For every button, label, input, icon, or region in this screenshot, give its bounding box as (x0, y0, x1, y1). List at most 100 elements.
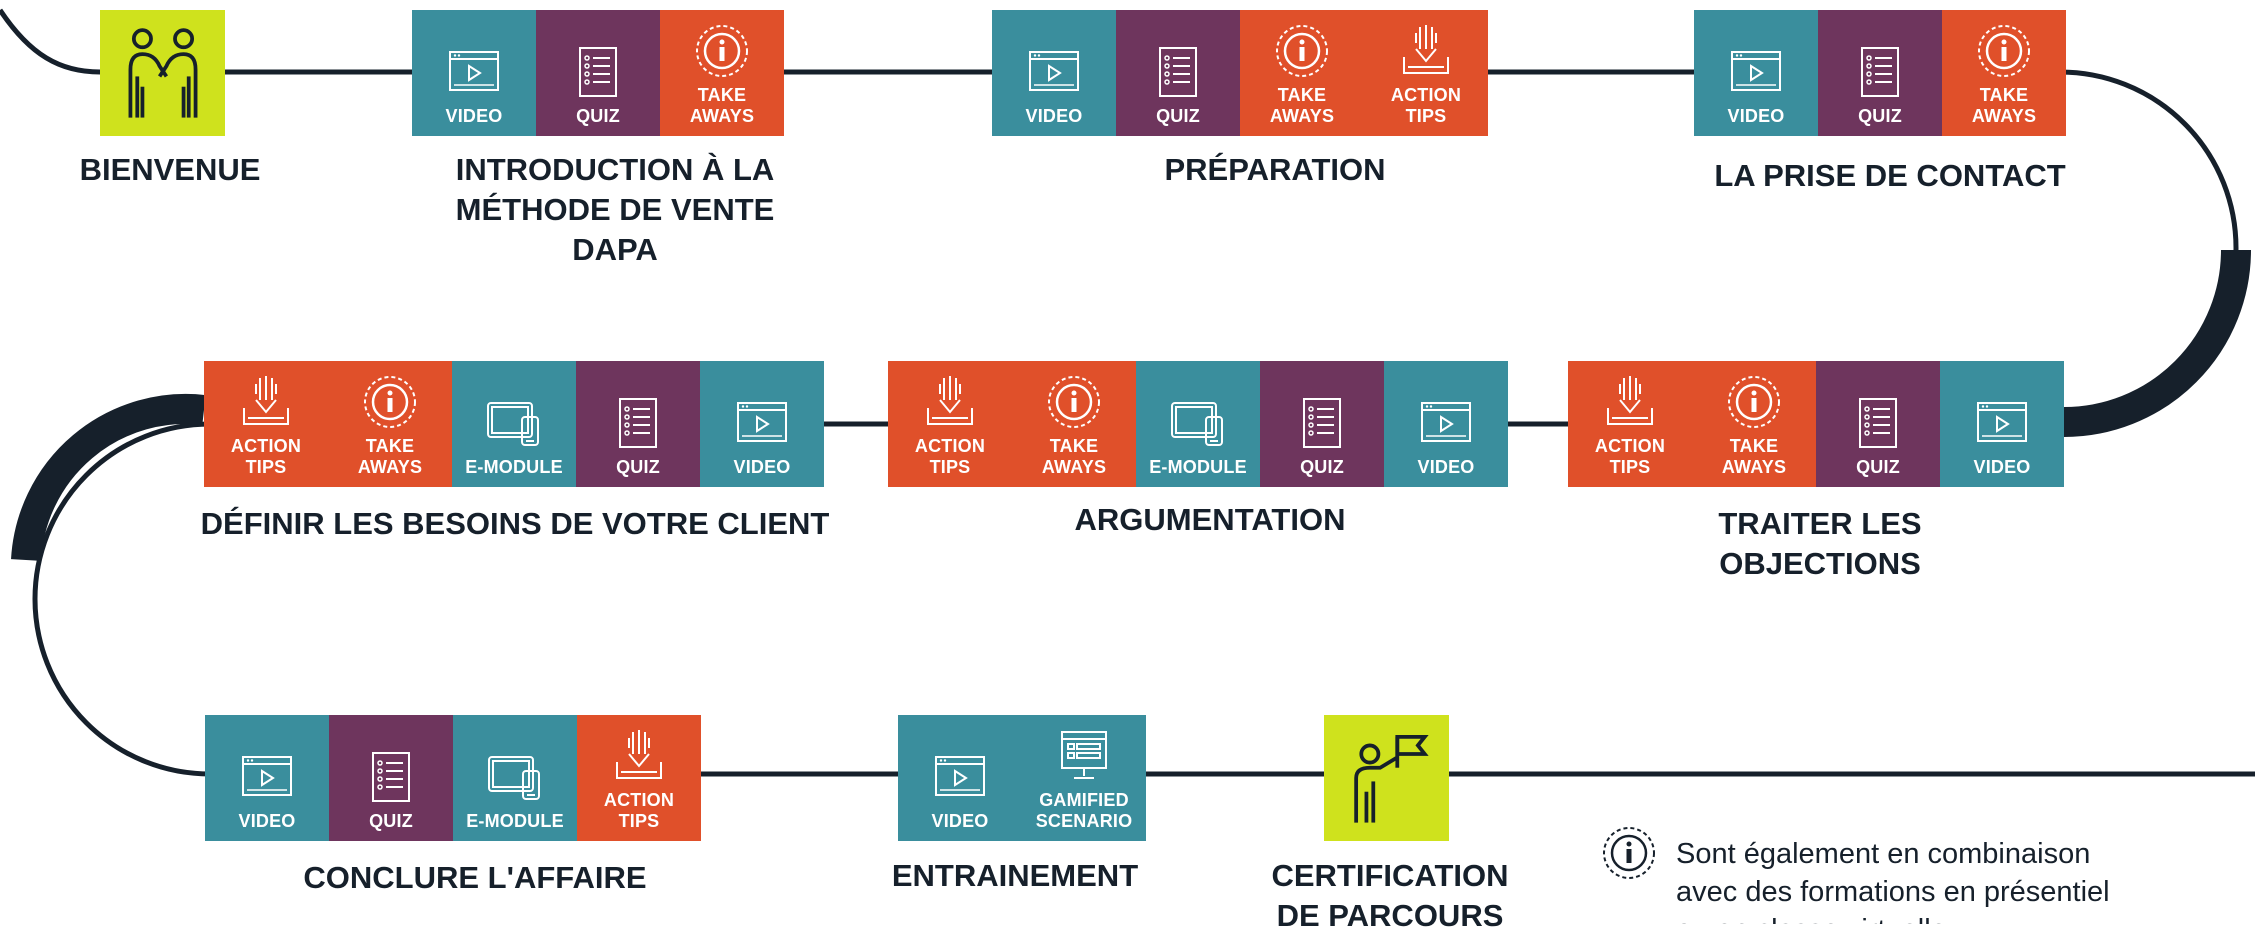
stage-title: PRÉPARATION (1164, 152, 1386, 187)
stage-title: CERTIFICATION DE PARCOURS (1271, 858, 1509, 933)
milestone-module (1324, 715, 1449, 841)
module-label: TAKE AWAYS (1269, 85, 1335, 126)
module-label: QUIZ (1300, 457, 1344, 477)
info-circle-icon (1978, 25, 2030, 77)
video-player-icon (242, 756, 292, 796)
devices-icon (1171, 402, 1223, 446)
module-label: QUIZ (576, 106, 620, 126)
quiz-list-icon (579, 47, 617, 97)
module-label: TAKE AWAYS (1971, 85, 2037, 126)
video-player-icon (1421, 402, 1471, 442)
quiz-module[interactable]: QUIZ (576, 361, 700, 487)
module-label: TAKE AWAYS (689, 85, 755, 126)
take-aways-module[interactable]: TAKE AWAYS (1012, 361, 1136, 487)
devices-icon (488, 756, 540, 800)
action-tips-module[interactable]: ACTION TIPS (577, 715, 701, 841)
info-circle-icon (696, 25, 748, 77)
quiz-list-icon (1861, 47, 1899, 97)
module-label: E-MODULE (465, 457, 563, 477)
action-tips-module[interactable]: ACTION TIPS (1364, 10, 1488, 136)
quiz-list-icon (1303, 398, 1341, 448)
quiz-module[interactable]: QUIZ (536, 10, 660, 136)
video-module[interactable]: VIDEO (700, 361, 824, 487)
info-circle-icon (364, 376, 416, 428)
person-flag-icon (1353, 734, 1429, 823)
module-label: TAKE AWAYS (357, 436, 423, 477)
video-module[interactable]: VIDEO (412, 10, 536, 136)
module-label: ACTION TIPS (230, 436, 302, 477)
take-aways-module[interactable]: TAKE AWAYS (1692, 361, 1816, 487)
quiz-module[interactable]: QUIZ (1116, 10, 1240, 136)
stage-title: BIENVENUE (79, 152, 261, 187)
module-label: ACTION TIPS (1390, 85, 1462, 126)
module-label: VIDEO (1025, 106, 1083, 126)
take-aways-module[interactable]: TAKE AWAYS (328, 361, 452, 487)
download-arrow-icon (927, 376, 973, 425)
stage-title: LA PRISE DE CONTACT (1714, 158, 2066, 193)
gamified-scenario-module[interactable]: GAMIFIED SCENARIO (1022, 715, 1146, 841)
gamified-screen-icon (1061, 731, 1107, 779)
take-aways-module[interactable]: TAKE AWAYS (660, 10, 784, 136)
module-label: QUIZ (1856, 457, 1900, 477)
e-module-module[interactable]: E-MODULE (452, 361, 576, 487)
action-tips-module[interactable]: ACTION TIPS (1568, 361, 1692, 487)
action-tips-module[interactable]: ACTION TIPS (204, 361, 328, 487)
action-tips-module[interactable]: ACTION TIPS (888, 361, 1012, 487)
quiz-list-icon (372, 752, 410, 802)
module-label: E-MODULE (466, 811, 564, 831)
module-label: ACTION TIPS (1594, 436, 1666, 477)
milestone-module (100, 10, 225, 136)
module-label: TAKE AWAYS (1041, 436, 1107, 477)
video-module[interactable]: VIDEO (898, 715, 1022, 841)
video-player-icon (1977, 402, 2027, 442)
module-label: ACTION TIPS (603, 790, 675, 831)
video-module[interactable]: VIDEO (1694, 10, 1818, 136)
video-player-icon (449, 51, 499, 91)
video-player-icon (1731, 51, 1781, 91)
video-module[interactable]: VIDEO (992, 10, 1116, 136)
quiz-module[interactable]: QUIZ (1260, 361, 1384, 487)
stage-title: ENTRAINEMENT (891, 858, 1139, 893)
video-module[interactable]: VIDEO (1940, 361, 2064, 487)
stage-title: CONCLURE L'AFFAIRE (303, 860, 647, 895)
quiz-list-icon (619, 398, 657, 448)
module-label: VIDEO (733, 457, 791, 477)
download-arrow-icon (1403, 25, 1449, 74)
quiz-module[interactable]: QUIZ (329, 715, 453, 841)
video-player-icon (1029, 51, 1079, 91)
module-label: QUIZ (1156, 106, 1200, 126)
quiz-module[interactable]: QUIZ (1818, 10, 1942, 136)
module-label: QUIZ (1858, 106, 1902, 126)
module-label: TAKE AWAYS (1721, 436, 1787, 477)
module-label: VIDEO (1973, 457, 2031, 477)
module-label: E-MODULE (1149, 457, 1247, 477)
footnote-text: Sont également en combinaison avec des f… (1676, 838, 2110, 924)
take-aways-module[interactable]: TAKE AWAYS (1942, 10, 2066, 136)
take-aways-module[interactable]: TAKE AWAYS (1240, 10, 1364, 136)
stage-title: ARGUMENTATION (1074, 502, 1346, 537)
module-label: VIDEO (1417, 457, 1475, 477)
info-circle-icon (1048, 376, 1100, 428)
info-circle-icon (1603, 827, 1655, 879)
info-circle-icon (1276, 25, 1328, 77)
download-arrow-icon (1607, 376, 1653, 425)
module-label: VIDEO (445, 106, 503, 126)
quiz-list-icon (1859, 398, 1897, 448)
module-label: ACTION TIPS (914, 436, 986, 477)
module-label: VIDEO (238, 811, 296, 831)
video-module[interactable]: VIDEO (1384, 361, 1508, 487)
stage-title: TRAITER LES OBJECTIONS (1718, 506, 1922, 581)
download-arrow-icon (243, 376, 289, 425)
video-module[interactable]: VIDEO (205, 715, 329, 841)
quiz-module[interactable]: QUIZ (1816, 361, 1940, 487)
stage-title: DÉFINIR LES BESOINS DE VOTRE CLIENT (200, 506, 830, 541)
module-label: QUIZ (616, 457, 660, 477)
devices-icon (487, 402, 539, 446)
e-module-module[interactable]: E-MODULE (453, 715, 577, 841)
module-label: VIDEO (1727, 106, 1785, 126)
video-player-icon (737, 402, 787, 442)
download-arrow-icon (616, 730, 662, 779)
e-module-module[interactable]: E-MODULE (1136, 361, 1260, 487)
module-label: QUIZ (369, 811, 413, 831)
